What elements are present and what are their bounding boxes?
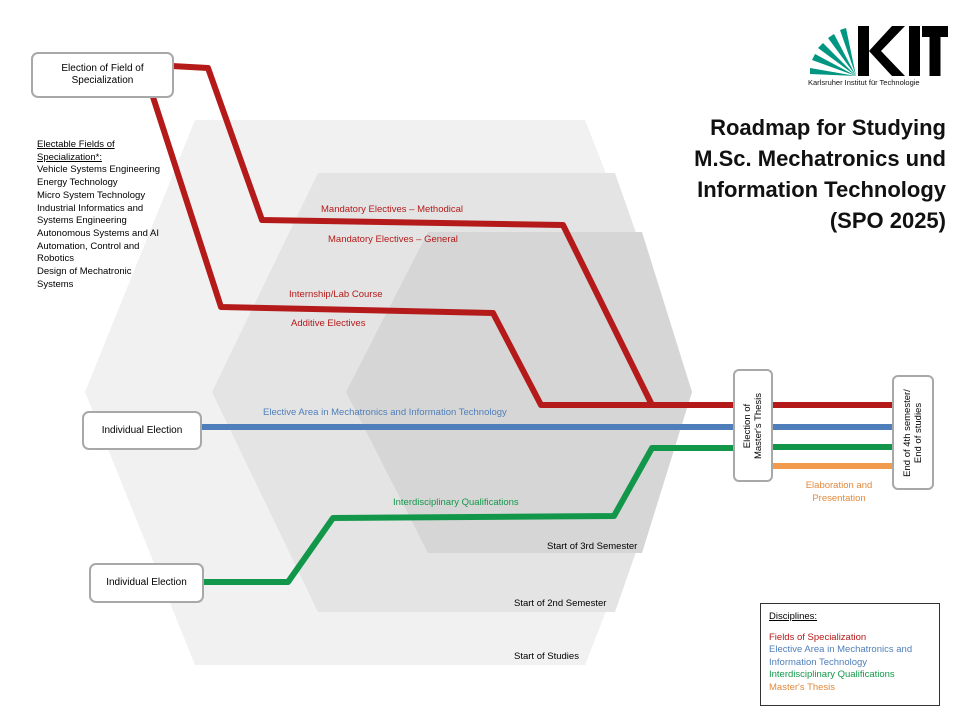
label-elaboration-line: Presentation <box>812 493 866 504</box>
list-item: Vehicle Systems Engineering <box>37 164 161 176</box>
end-of-studies-label: End of 4th semester/ End of studies <box>902 389 924 477</box>
label-mandatory-methodical: Mandatory Electives – Methodical <box>321 204 464 215</box>
label-start-of-studies: Start of Studies <box>514 651 579 662</box>
individual-election-box-interdisciplinary: Individual Election <box>89 563 204 603</box>
legend-item-interdisciplinary: Interdisciplinary Qualifications <box>769 669 895 681</box>
masters-thesis-box: Election of Master's Thesis <box>733 369 773 482</box>
title-line: Information Technology <box>697 177 946 202</box>
legend-heading: Disciplines: <box>769 611 818 622</box>
list-item: Micro System Technology <box>37 189 146 201</box>
label-elaboration-line: Elaboration and <box>805 480 873 491</box>
page-title: Roadmap for Studying M.Sc. Mechatronics … <box>626 112 946 236</box>
election-field-label: Election of Field of Specialization <box>61 63 144 86</box>
list-item: Systems Engineering <box>37 215 127 227</box>
list-item: Energy Technology <box>37 177 118 189</box>
individual-election-label: Individual Election <box>101 424 183 436</box>
path-internship-additive <box>150 96 735 408</box>
fields-heading: Specialization*: <box>37 151 102 163</box>
legend-item-elective-area-line2: Information Technology <box>769 656 868 668</box>
end-of-studies-box: End of 4th semester/ End of studies <box>892 375 934 490</box>
kit-fan-logo-icon <box>810 26 948 76</box>
individual-election-box-elective: Individual Election <box>82 411 202 450</box>
legend-item-elective-area: Elective Area in Mechatronics and <box>769 644 913 656</box>
list-item: Industrial Informatics and <box>37 202 144 214</box>
legend-item-masters-thesis: Master's Thesis <box>769 681 836 693</box>
title-line: (SPO 2025) <box>829 208 946 233</box>
label-elective-area: Elective Area in Mechatronics and Inform… <box>263 407 507 418</box>
label-start-third-semester: Start of 3rd Semester <box>547 541 638 552</box>
election-field-box: Election of Field of Specialization <box>31 52 174 98</box>
electable-fields-list: Electable Fields of Specialization*: Veh… <box>37 139 187 291</box>
end-of-studies-line: End of studies <box>913 402 924 463</box>
label-start-second-semester: Start of 2nd Semester <box>514 598 607 609</box>
masters-thesis-label: Election of Master's Thesis <box>742 392 764 458</box>
legend-item-fields: Fields of Specialization <box>769 631 867 643</box>
fields-heading: Electable Fields of <box>37 139 115 150</box>
legend: Disciplines: Fields of Specialization El… <box>760 603 940 706</box>
label-internship: Internship/Lab Course <box>289 289 383 300</box>
list-item: Robotics <box>37 253 74 265</box>
title-line: Roadmap for Studying <box>710 115 946 140</box>
path-interdisciplinary <box>204 445 735 585</box>
label-mandatory-general: Mandatory Electives – General <box>328 234 458 245</box>
list-item: Autonomous Systems and AI <box>37 227 159 239</box>
logo-subtitle: Karlsruher Institut für Technologie <box>808 78 920 87</box>
title-line: M.Sc. Mechatronics und <box>694 146 946 171</box>
label-additive: Additive Electives <box>291 318 366 329</box>
masters-thesis-line: Master's Thesis <box>753 392 764 459</box>
end-of-studies-line: End of 4th semester/ <box>902 388 913 477</box>
path-mandatory-electives <box>171 63 655 407</box>
masters-thesis-line: Election of <box>742 403 753 448</box>
label-elaboration: Elaboration and Presentation <box>789 479 889 505</box>
list-item: Systems <box>37 278 74 290</box>
list-item: Design of Mechatronic <box>37 266 132 278</box>
list-item: Automation, Control and <box>37 240 140 252</box>
label-interdisciplinary: Interdisciplinary Qualifications <box>393 497 519 508</box>
individual-election-label: Individual Election <box>106 577 187 588</box>
